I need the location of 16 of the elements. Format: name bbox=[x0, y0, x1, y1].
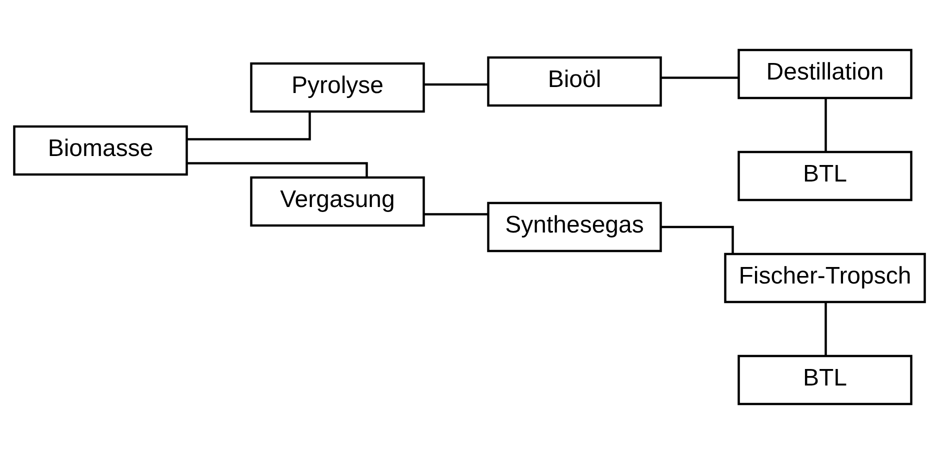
connector bbox=[186, 111, 311, 140]
node-box: BTL bbox=[738, 150, 912, 201]
connector bbox=[661, 225, 734, 254]
connector bbox=[424, 212, 488, 215]
node-box: BTL bbox=[738, 354, 912, 405]
node-box: Synthesegas bbox=[487, 201, 662, 252]
connector bbox=[424, 82, 488, 86]
connector bbox=[824, 302, 827, 355]
node-box: Bioöl bbox=[487, 56, 662, 106]
connector bbox=[824, 98, 827, 151]
node-box: Destillation bbox=[738, 48, 912, 99]
node-box: Vergasung bbox=[250, 176, 425, 226]
node-box: Fischer-Tropsch bbox=[724, 252, 926, 303]
node-box: Biomasse bbox=[13, 124, 188, 176]
connector bbox=[661, 76, 739, 78]
node-box: Pyrolyse bbox=[250, 62, 425, 112]
